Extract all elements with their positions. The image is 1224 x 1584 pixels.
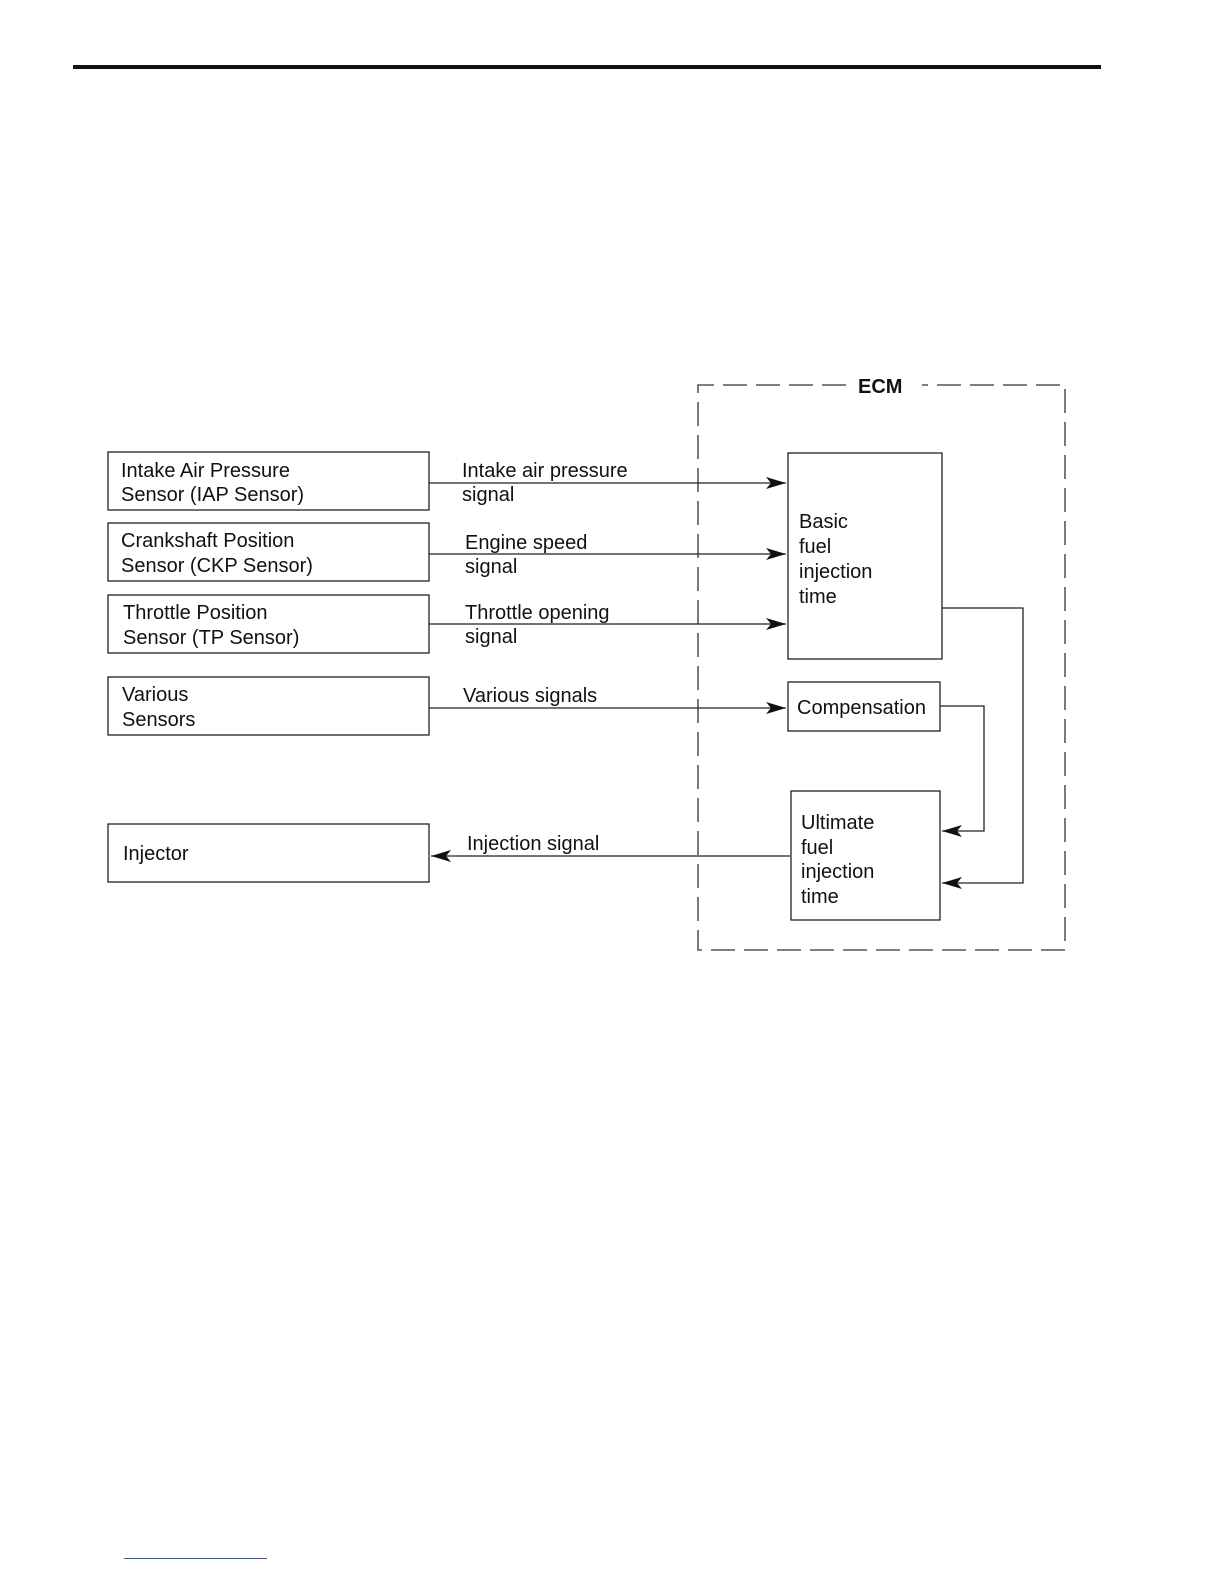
basic-to-ultimate-connector — [942, 607, 1024, 889]
throttle-signal-line: Throttle opening signal — [429, 602, 786, 648]
iap-signal-label-line1: Intake air pressure — [462, 460, 628, 482]
basic-fuel-injection-time-box: Basic fuel injection time — [787, 452, 943, 660]
basic-label-line4: time — [799, 586, 837, 608]
various-signals-label: Various signals — [463, 685, 597, 707]
injector-label: Injector — [123, 843, 189, 865]
compensation-label: Compensation — [797, 697, 926, 719]
ecm-label: ECM — [858, 376, 902, 398]
ultimate-label-line2: fuel — [801, 837, 833, 859]
injector-box: Injector — [107, 823, 430, 883]
engine-speed-signal-line: Engine speed signal — [429, 532, 786, 578]
throttle-signal-label-line2: signal — [465, 626, 517, 648]
various-sensors-label-line2: Sensors — [122, 709, 195, 731]
iap-sensor-label-line2: Sensor (IAP Sensor) — [121, 484, 304, 506]
ckp-sensor-label-line2: Sensor (CKP Sensor) — [121, 555, 313, 577]
compensation-box: Compensation — [787, 681, 941, 732]
iap-signal-line: Intake air pressure signal — [429, 460, 786, 506]
ecm-boundary: ECM — [697, 376, 1066, 951]
compensation-to-ultimate-connector — [940, 705, 985, 837]
ckp-sensor-label-line1: Crankshaft Position — [121, 530, 294, 552]
ultimate-label-line3: injection — [801, 861, 874, 883]
basic-label-line2: fuel — [799, 536, 831, 558]
ckp-sensor-box: Crankshaft Position Sensor (CKP Sensor) — [107, 522, 430, 582]
basic-label-line3: injection — [799, 561, 872, 583]
iap-sensor-box: Intake Air Pressure Sensor (IAP Sensor) — [107, 451, 430, 511]
tp-sensor-label-line1: Throttle Position — [123, 602, 268, 624]
engine-speed-signal-label-line2: signal — [465, 556, 517, 578]
various-signals-line: Various signals — [429, 685, 786, 714]
injection-signal-label: Injection signal — [467, 833, 599, 855]
tp-sensor-box: Throttle Position Sensor (TP Sensor) — [107, 594, 430, 654]
various-sensors-box: Various Sensors — [107, 676, 430, 736]
iap-signal-label-line2: signal — [462, 484, 514, 506]
throttle-signal-label-line1: Throttle opening — [465, 602, 610, 624]
ultimate-fuel-injection-time-box: Ultimate fuel injection time — [790, 790, 941, 921]
footer-link-underline — [124, 1558, 267, 1559]
tp-sensor-label-line2: Sensor (TP Sensor) — [123, 627, 299, 649]
ultimate-label-line1: Ultimate — [801, 812, 874, 834]
injection-signal-line: Injection signal — [431, 833, 790, 862]
various-sensors-label-line1: Various — [122, 684, 188, 706]
basic-label-line1: Basic — [799, 511, 848, 533]
engine-speed-signal-label-line1: Engine speed — [465, 532, 587, 554]
header-rule — [73, 65, 1101, 69]
ultimate-label-line4: time — [801, 886, 839, 908]
iap-sensor-label-line1: Intake Air Pressure — [121, 460, 290, 482]
